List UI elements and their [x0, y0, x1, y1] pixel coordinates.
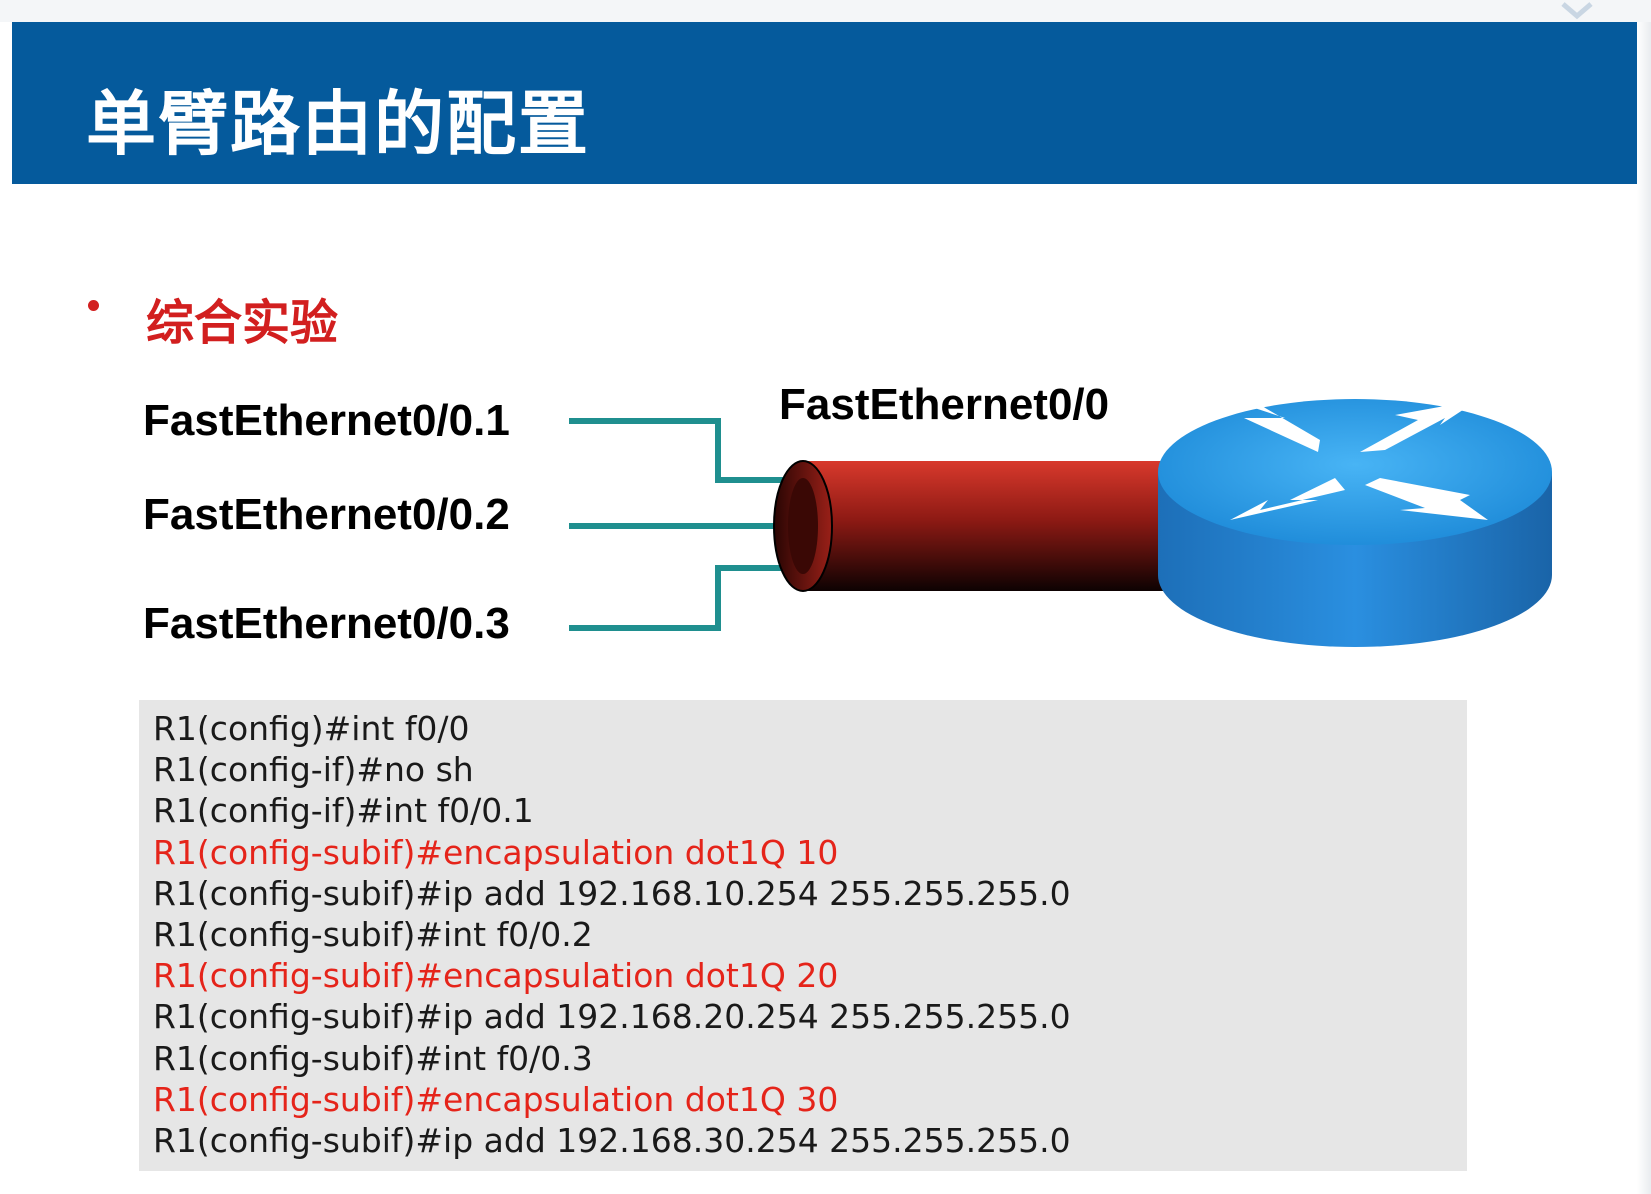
config-line: R1(config-subif)#encapsulation dot1Q 10 — [153, 832, 839, 872]
config-line: R1(config-subif)#int f0/0.2 — [153, 915, 593, 955]
config-line: R1(config-subif)#encapsulation dot1Q 20 — [153, 956, 839, 996]
link-line-1 — [569, 418, 812, 483]
config-line: R1(config-if)#no sh — [153, 750, 474, 790]
corner-logo-icon — [1561, 2, 1593, 20]
bullet-heading: 综合实验 — [146, 295, 339, 351]
slide-header: 单臂路由的配置 — [12, 22, 1639, 184]
config-line: R1(config)#int f0/0 — [153, 709, 470, 748]
router-icon — [1158, 392, 1552, 647]
sub-interface-label-2: FastEthernet0/0.2 — [143, 490, 510, 539]
slide-edge — [1637, 22, 1651, 1194]
config-line: R1(config-subif)#encapsulation dot1Q 30 — [153, 1079, 839, 1119]
sub-interface-label-3: FastEthernet0/0.3 — [143, 599, 510, 648]
config-line: R1(config-subif)#int f0/0.3 — [153, 1038, 593, 1078]
sub-interface-links — [569, 418, 812, 631]
slide-title: 单臂路由的配置 — [86, 83, 590, 165]
trunk-cable — [773, 460, 1183, 592]
config-line: R1(config-if)#int f0/0.1 — [153, 791, 534, 831]
config-line: R1(config-subif)#ip add 192.168.30.254 2… — [153, 1121, 1071, 1161]
window-top-strip — [0, 0, 1651, 22]
topology-diagram — [569, 392, 1552, 647]
link-line-3 — [569, 565, 812, 631]
config-line: R1(config-subif)#ip add 192.168.10.254 2… — [153, 873, 1071, 913]
config-line: R1(config-subif)#ip add 192.168.20.254 2… — [153, 997, 1071, 1037]
sub-interface-label-1: FastEthernet0/0.1 — [143, 396, 510, 445]
bullet-dot — [88, 300, 99, 311]
main-interface-label: FastEthernet0/0 — [779, 380, 1110, 429]
